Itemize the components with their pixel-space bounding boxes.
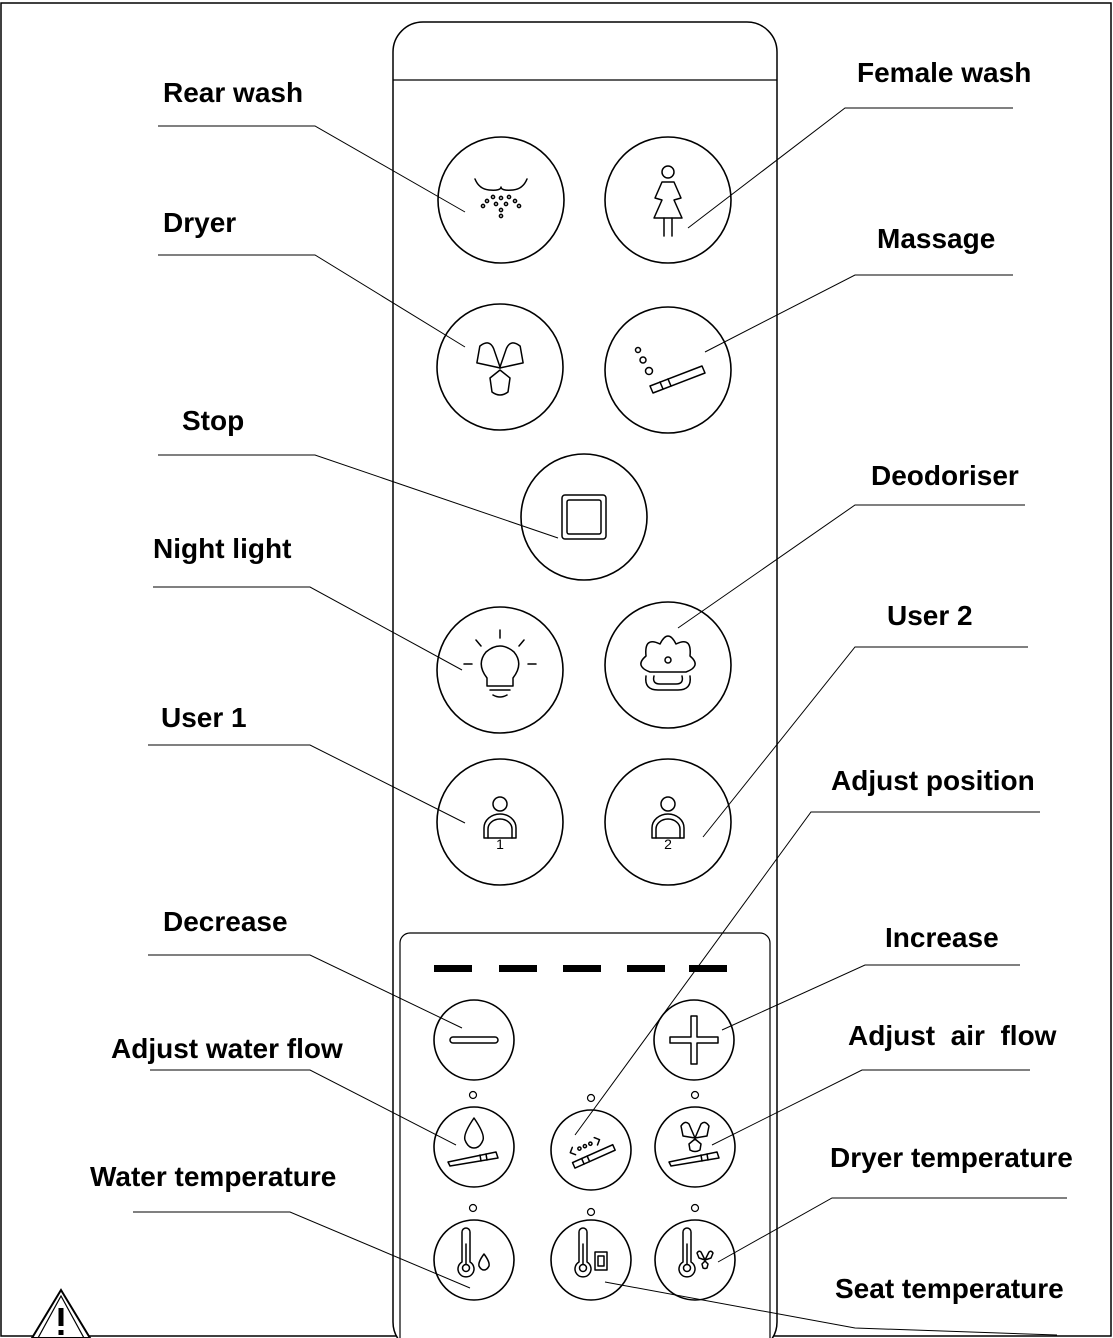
water-drop-nozzle-icon bbox=[447, 1117, 499, 1167]
massage-leader bbox=[704, 274, 1013, 353]
massage-nozzle-icon bbox=[634, 346, 706, 394]
seat-temp-button[interactable] bbox=[550, 1219, 632, 1301]
label-adjust-air-flow: Adjust air flow bbox=[848, 1020, 1057, 1051]
level-segment bbox=[434, 965, 472, 972]
water-flow-leader bbox=[150, 1069, 457, 1146]
dryer-temp-leader bbox=[717, 1197, 1067, 1263]
massage-button[interactable] bbox=[604, 306, 732, 434]
night-light-leader bbox=[153, 586, 463, 671]
plus-icon bbox=[669, 1015, 719, 1065]
seat-temp-leader bbox=[604, 1281, 1058, 1336]
stop-button[interactable] bbox=[520, 453, 648, 581]
leader-lines bbox=[133, 107, 1067, 1336]
air-flow-led bbox=[690, 1090, 700, 1100]
user-2-leader bbox=[702, 646, 1028, 838]
thermometer-seat-icon bbox=[574, 1227, 608, 1278]
label-night-light: Night light bbox=[153, 533, 291, 564]
thermometer-drop-icon bbox=[457, 1227, 490, 1278]
water-temp-led bbox=[468, 1203, 478, 1213]
air-flow-leader bbox=[711, 1069, 1030, 1146]
minus-icon bbox=[449, 1036, 499, 1044]
label-adjust-position: Adjust position bbox=[831, 765, 1035, 796]
water-flow-button[interactable] bbox=[433, 1106, 515, 1188]
night-light-button[interactable] bbox=[436, 606, 564, 734]
stop-leader bbox=[158, 454, 559, 539]
dryer-fan-icon bbox=[476, 342, 524, 396]
air-flow-button[interactable] bbox=[654, 1106, 736, 1188]
rear-wash-button[interactable] bbox=[437, 136, 565, 264]
flower-icon bbox=[640, 635, 696, 691]
rear-wash-leader bbox=[158, 125, 466, 213]
label-adjust-water-flow: Adjust water flow bbox=[111, 1033, 343, 1064]
adjust-position-leader bbox=[574, 811, 1040, 1136]
seat-temp-led bbox=[586, 1207, 596, 1217]
water-temp-button[interactable] bbox=[433, 1219, 515, 1301]
deodoriser-button[interactable] bbox=[604, 601, 732, 729]
user-2-badge: 2 bbox=[664, 836, 672, 852]
user-1-badge: 1 bbox=[496, 836, 504, 852]
nozzle-position-icon bbox=[569, 1136, 616, 1169]
warning-triangle-icon bbox=[30, 1288, 92, 1338]
decrease-button[interactable] bbox=[433, 999, 515, 1081]
label-increase: Increase bbox=[885, 922, 999, 953]
level-segment bbox=[499, 965, 537, 972]
dryer-button[interactable] bbox=[436, 303, 564, 431]
rear-wash-icon bbox=[474, 178, 528, 219]
user-1-button[interactable]: 1 bbox=[436, 758, 564, 886]
female-wash-button[interactable] bbox=[604, 136, 732, 264]
deodoriser-leader bbox=[677, 504, 1025, 629]
increase-leader bbox=[721, 964, 1020, 1031]
label-dryer: Dryer bbox=[163, 207, 236, 238]
level-indicator bbox=[434, 965, 727, 972]
label-user-1: User 1 bbox=[161, 702, 247, 733]
adjustment-panel bbox=[399, 932, 771, 1338]
label-female-wash: Female wash bbox=[857, 57, 1031, 88]
label-user-2: User 2 bbox=[887, 600, 973, 631]
level-segment bbox=[627, 965, 665, 972]
indicator-leds bbox=[468, 1090, 700, 1217]
thermometer-fan-icon bbox=[678, 1227, 714, 1278]
user-1-leader bbox=[148, 744, 466, 824]
label-decrease: Decrease bbox=[163, 906, 288, 937]
label-stop: Stop bbox=[182, 405, 244, 436]
label-dryer-temperature: Dryer temperature bbox=[830, 1142, 1073, 1173]
dryer-leader bbox=[158, 254, 466, 348]
increase-button[interactable] bbox=[653, 999, 735, 1081]
label-seat-temperature: Seat temperature bbox=[835, 1273, 1064, 1304]
label-deodoriser: Deodoriser bbox=[871, 460, 1019, 491]
water-flow-led bbox=[468, 1090, 478, 1100]
water-temp-leader bbox=[133, 1211, 471, 1289]
label-water-temperature: Water temperature bbox=[90, 1161, 336, 1192]
fan-nozzle-icon bbox=[668, 1121, 720, 1167]
stop-square-icon bbox=[561, 494, 607, 540]
dryer-temp-button[interactable] bbox=[654, 1219, 736, 1301]
position-led bbox=[586, 1093, 596, 1103]
position-button[interactable] bbox=[550, 1109, 632, 1191]
callout-labels: Rear wash Female wash Dryer Massage Stop… bbox=[90, 57, 1073, 1304]
label-rear-wash: Rear wash bbox=[163, 77, 303, 108]
user-2-button[interactable]: 2 bbox=[604, 758, 732, 886]
label-massage: Massage bbox=[877, 223, 995, 254]
decrease-leader bbox=[148, 954, 463, 1029]
female-wash-icon bbox=[653, 165, 683, 237]
level-segment bbox=[563, 965, 601, 972]
female-wash-leader bbox=[687, 107, 1013, 229]
light-bulb-icon bbox=[463, 629, 537, 698]
dryer-temp-led bbox=[690, 1203, 700, 1213]
level-segment bbox=[689, 965, 727, 972]
